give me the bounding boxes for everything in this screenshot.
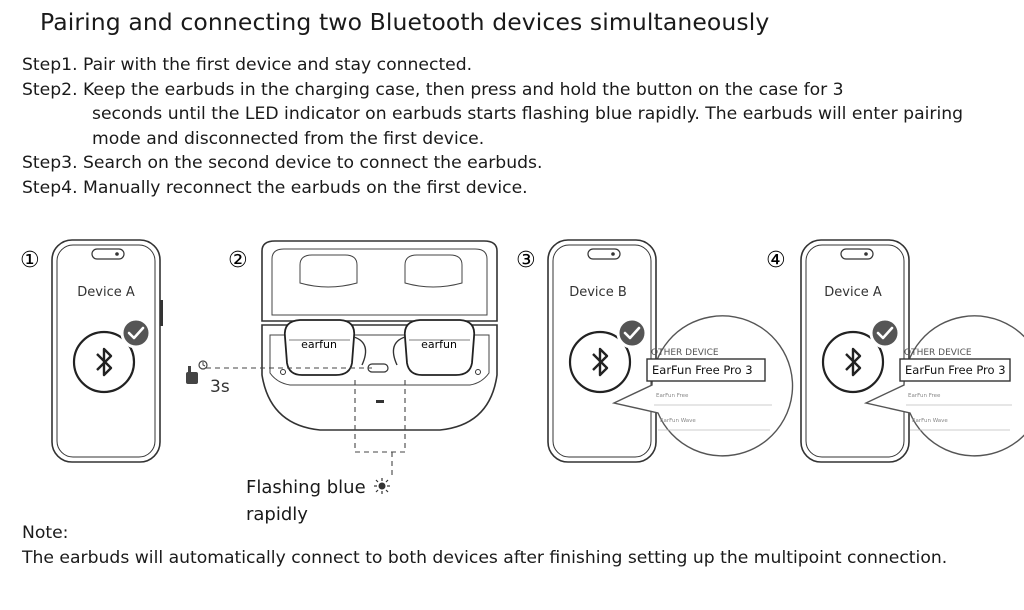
right-earbud: earfun [392,319,476,376]
device-label: Device A [824,285,882,300]
step-1: Step1. Pair with the first device and st… [22,53,1012,78]
check-icon [616,317,648,349]
phone: Device A [800,239,910,463]
check-icon [120,317,152,349]
hold-time: 3s [210,377,230,397]
flash-caption: Flashing blue rapidly [246,474,393,528]
camera-notch [587,248,621,260]
earbud-logo: earfun [301,338,337,351]
list-item-selected: EarFun Free Pro 3 [905,363,1006,377]
callout-lines [206,367,406,475]
charging-case: earfun earfun [261,240,498,431]
step-2: Step2. Keep the earbuds in the charging … [22,78,1012,152]
camera-notch [840,248,874,260]
step-text: Manually reconnect the earbuds on the fi… [83,177,528,198]
check-icon [869,317,901,349]
step-3: Step3. Search on the second device to co… [22,151,1012,176]
step-label: Step3. [22,153,78,173]
flash-line-2: rapidly [246,504,308,525]
device-list-callout: OTHER DEVICE EarFun Free Pro 3 EarFun Fr… [863,315,1024,457]
list-item: EarFun Wave [912,418,948,424]
step-text: Search on the second device to connect t… [83,153,543,173]
bluetooth-icon [72,330,136,394]
steps-list: Step1. Pair with the first device and st… [22,53,1012,200]
figure-3: ③ Device B OTHER DEVICE EarFun Free Pro … [516,239,794,463]
step-label: Step1. [22,55,78,75]
bluetooth-icon [821,330,885,394]
figure-number: ③ [516,248,536,273]
note-label: Note: [22,523,69,543]
figure-number: ① [20,248,40,273]
figure-1: ① Device A [20,239,163,463]
figure-2: ② earfun earfun [186,240,498,475]
step-text-continued: seconds until the LED indicator on earbu… [92,104,964,149]
device-label: Device A [77,285,135,300]
step-label: Step2. [22,79,78,100]
figure-4: ④ Device A OTHER DEVICE EarFun Free Pro … [766,239,1024,463]
device-label: Device B [569,285,627,300]
led-flash-icon [374,478,391,494]
step-text: Keep the earbuds in the charging case, t… [83,79,844,100]
note-section: Note: The earbuds will automatically con… [22,521,1012,571]
hand-press-icon [186,360,208,384]
camera-notch [91,248,125,260]
list-item: EarFun Free [908,393,941,399]
left-earbud: earfun [283,319,367,376]
figure-number: ④ [766,248,786,273]
note-text: The earbuds will automatically connect t… [22,548,948,568]
list-item: EarFun Free [656,393,689,399]
phone: Device A [51,239,163,463]
device-list-callout: OTHER DEVICE EarFun Free Pro 3 EarFun Fr… [611,315,794,457]
list-item: EarFun Wave [660,418,696,424]
list-header: OTHER DEVICE [904,348,972,358]
step-text: Pair with the first device and stay conn… [83,55,473,75]
step-label: Step4. [22,177,78,198]
list-header: OTHER DEVICE [651,348,719,358]
illustration: ① Device A ② [20,239,1024,475]
flash-line-1: Flashing blue [246,477,366,498]
phone: Device B [547,239,657,463]
bluetooth-icon [568,330,632,394]
earbud-logo: earfun [421,338,457,351]
step-4: Step4. Manually reconnect the earbuds on… [22,176,1012,201]
page-title: Pairing and connecting two Bluetooth dev… [40,8,770,36]
list-item-selected: EarFun Free Pro 3 [652,363,753,377]
figure-number: ② [228,248,248,273]
